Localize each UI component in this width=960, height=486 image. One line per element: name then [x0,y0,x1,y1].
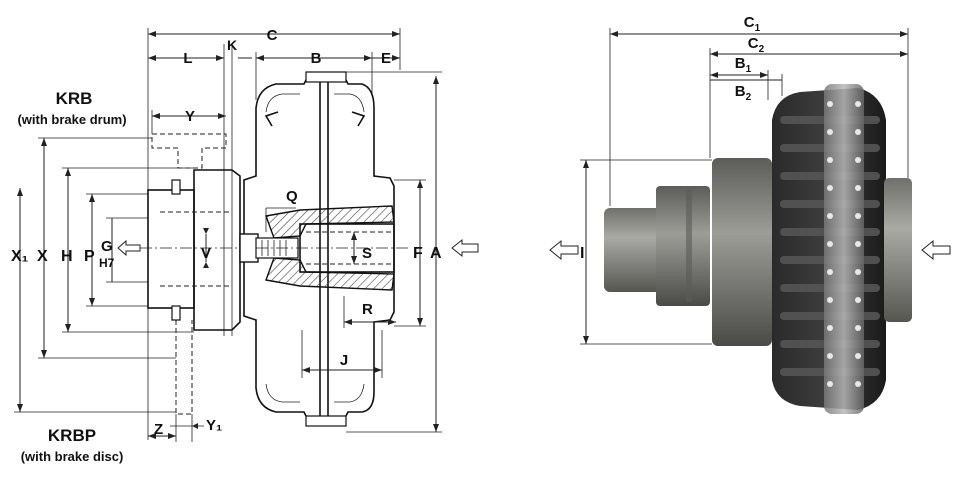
label-x1: X₁ [11,248,29,265]
label-k: K [227,37,237,53]
label-s: S [362,245,372,262]
label-b1-sub: 1 [746,64,752,75]
coupling-hub [656,186,710,306]
label-r: R [362,301,373,318]
variant-krb-desc: (with brake drum) [17,112,126,127]
fluid-coupling-body [772,84,886,414]
output-shaft [884,178,912,322]
label-b1: B [735,55,746,72]
arrow-left-outline-icon [451,238,479,258]
label-x: X [37,248,48,265]
label-p: P [84,248,95,265]
variant-captions: KRB (with brake drum) KRBP (with brake d… [17,89,126,464]
label-j: J [340,352,348,369]
svg-text:C1: C1 [744,14,761,34]
variant-krbp-desc: (with brake disc) [21,449,124,464]
label-c2: C [748,35,759,52]
label-y: Y [185,108,195,125]
left-vertical-dimensions: X₁ X H P G H7 [11,137,211,413]
variant-krb-code: KRB [56,89,93,108]
svg-text:B1: B1 [735,55,752,75]
label-y1: Y₁ [206,417,222,434]
svg-text:C2: C2 [748,35,765,55]
label-h: H [61,248,73,265]
label-c1-sub: 1 [755,23,761,34]
arrow-left-outline-icon [117,239,141,257]
output-hub-section [239,205,410,291]
dimension-r: R [343,296,396,328]
label-g: G [101,238,113,255]
dimension-row-2: L K B E [148,37,400,336]
label-b: B [311,50,322,67]
label-b2: B [735,83,746,100]
label-h7: H7 [99,256,115,270]
label-f: F [413,245,423,262]
label-a: A [430,245,442,262]
input-hub [140,169,256,331]
technical-drawing: C L K B E [11,27,479,464]
dimension-s: S [351,232,372,264]
product-render: C1 C2 B1 B2 [549,14,951,414]
label-i: I [580,245,584,262]
label-b2-sub: 2 [746,92,752,103]
arrow-left-outline-icon [921,239,951,261]
label-c: C [267,27,278,44]
dimension-q: Q [265,188,298,232]
input-shaft [604,208,664,292]
arrow-left-outline-icon [549,239,579,261]
right-dimensions: C1 C2 B1 B2 [549,14,951,345]
label-c1: C [744,14,755,31]
svg-text:B2: B2 [735,83,752,103]
variant-krbp-code: KRBP [48,426,96,445]
label-c2-sub: 2 [759,44,765,55]
brake-disc-hub [712,158,772,346]
label-l: L [183,50,192,67]
dimension-f-a: F A [346,71,479,433]
dimension-j: J [301,330,383,378]
label-e: E [381,50,391,67]
label-z: Z [154,421,163,438]
label-q: Q [286,188,298,205]
label-v: V [201,245,211,262]
dimension-z-y1: Z Y₁ [148,414,222,442]
brake-element: Y [151,108,227,415]
